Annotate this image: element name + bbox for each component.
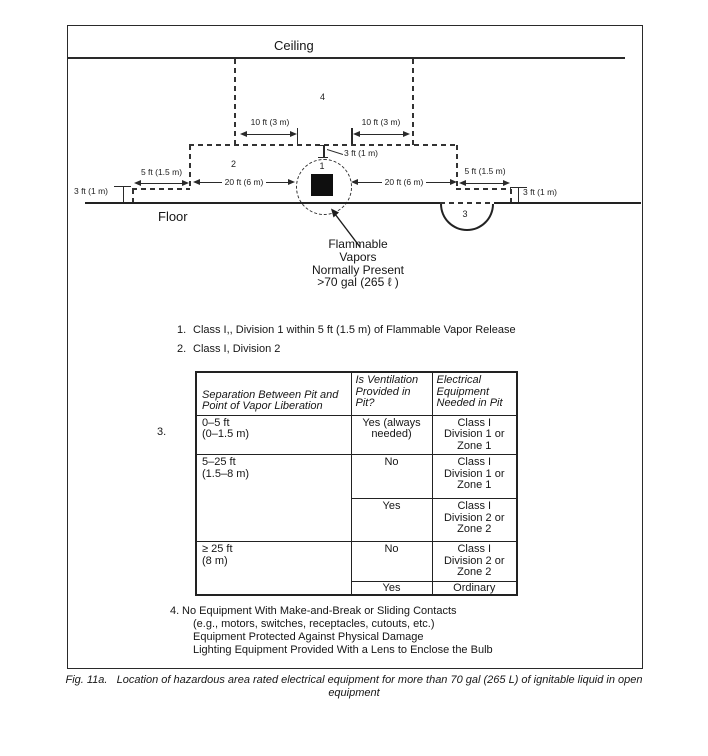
note-1-text: Class I,, Division 1 within 5 ft (1.5 m)…	[193, 324, 516, 336]
cell-equipment-div1-a: Class I Division 1 or Zone 1	[431, 414, 518, 455]
flammable-vapors-label: Flammable Vapors Normally Present >70 ga…	[311, 237, 405, 290]
zone2-label: 2	[231, 159, 237, 169]
pit-opening-dashed-line	[440, 202, 494, 204]
table-row: 0–5 ft (0–1.5 m) Yes (always needed) Cla…	[195, 414, 518, 455]
dim-5ft-left-arrow	[134, 179, 189, 187]
dim-3ft-center-label: 3 ft (1 m)	[344, 148, 379, 158]
arrowhead-left-icon	[193, 179, 200, 185]
arrowhead-right-icon	[450, 179, 458, 185]
arrowhead-right-icon	[288, 179, 296, 185]
zone2-step-left-drop	[132, 189, 134, 203]
dim-3ft-left-tick	[122, 186, 124, 202]
table-row: 5–25 ft (1.5–8 m) No Class I Division 1 …	[195, 454, 518, 542]
ceiling-label: Ceiling	[274, 38, 314, 53]
cell-separation-5-25: 5–25 ft (1.5–8 m)	[195, 454, 352, 542]
header-equipment: Electrical Equipment Needed in Pit	[431, 371, 518, 416]
dim-10ft-right-arrow	[353, 130, 410, 138]
zone1-boundary-circle	[295, 158, 352, 215]
dim-10ft-left-label: 10 ft (3 m)	[250, 117, 290, 127]
zone1-label: 1	[319, 161, 325, 171]
dim-3ft-center-pointer	[327, 149, 343, 155]
arrowhead-left-icon	[134, 180, 141, 186]
zone2-step-right-drop	[510, 189, 512, 203]
arrowhead-right-icon	[403, 131, 410, 137]
floor-line-right	[494, 201, 641, 204]
note-2: 2. Class I, Division 2	[177, 343, 280, 355]
arrowhead-right-icon	[290, 131, 297, 137]
dim-5ft-right-arrow	[459, 179, 510, 187]
dim-3ft-center-cap-bottom	[318, 157, 328, 158]
cell-ventilation-no-a: No	[350, 454, 433, 499]
table-row: ≥ 25 ft (8 m) No Class I Division 2 or Z…	[195, 541, 518, 596]
note-1: 1. Class I,, Division 1 within 5 ft (1.5 …	[177, 324, 516, 336]
floor-line-left	[85, 201, 440, 204]
cell-ventilation-yes-b: Yes	[350, 581, 433, 596]
dim-20ft-right-arrow: 20 ft (6 m)	[351, 176, 458, 187]
dim-5ft-left-label: 5 ft (1.5 m)	[140, 167, 183, 177]
note-2-number: 2.	[177, 343, 187, 355]
table-header-row: Separation Between Pit and Point of Vapo…	[195, 371, 518, 416]
dim-3ft-center-cap-top	[318, 145, 328, 146]
note-4-number: 4.	[170, 605, 180, 617]
zone4-boundary-left	[234, 59, 236, 145]
flammable-pointer-arrow	[331, 208, 361, 248]
cell-equipment-div2-a: Class I Division 2 or Zone 2	[431, 498, 518, 542]
figure-frame	[67, 25, 643, 669]
arrowhead-right-icon	[503, 180, 510, 186]
dim-10ft-left-arrow	[240, 130, 297, 138]
pit-classification-table: Separation Between Pit and Point of Vapo…	[195, 371, 518, 596]
cell-equipment-div2-b: Class I Division 2 or Zone 2	[431, 541, 518, 582]
cell-ventilation-no-b: No	[350, 541, 433, 582]
equipment-square	[311, 174, 333, 196]
dim-10ft-tick-right	[351, 128, 353, 145]
note-4-line2: (e.g., motors, switches, receptacles, cu…	[193, 618, 435, 630]
zone2-top-boundary	[189, 144, 457, 146]
figure-caption-line2: equipment	[328, 687, 380, 699]
table-row: Yes Ordinary	[196, 581, 518, 596]
dim-3ft-left-label: 3 ft (1 m)	[73, 186, 108, 196]
note-4-line1: No Equipment With Make-and-Break or Slid…	[182, 605, 457, 617]
dim-10ft-right-label: 10 ft (3 m)	[361, 117, 401, 127]
zone2-left-boundary	[189, 145, 191, 189]
cell-equipment-div1-b: Class I Division 1 or Zone 1	[431, 454, 518, 499]
dim-3ft-right-tick	[517, 187, 519, 202]
arrowhead-left-icon	[459, 180, 466, 186]
arrowhead-left-icon	[351, 179, 358, 185]
zone2-right-boundary	[456, 145, 458, 189]
cell-separation-0-5: 0–5 ft (0–1.5 m)	[195, 414, 352, 455]
note-4-line4: Lighting Equipment Provided With a Lens …	[193, 644, 493, 656]
dim-5ft-right-label: 5 ft (1.5 m)	[464, 166, 506, 176]
note-1-number: 1.	[177, 324, 187, 336]
dim-3ft-center-tick	[323, 146, 325, 158]
cell-separation-25plus: ≥ 25 ft (8 m)	[195, 541, 352, 596]
cell-ventilation-yes-a: Yes	[350, 498, 433, 542]
floor-label: Floor	[158, 209, 188, 224]
dim-20ft-left-label: 20 ft (6 m)	[224, 176, 264, 187]
arrowhead-left-icon	[353, 131, 360, 137]
dim-3ft-right-label: 3 ft (1 m)	[523, 187, 558, 197]
zone4-boundary-right	[412, 59, 414, 145]
zone3-label: 3	[462, 209, 468, 219]
dim-20ft-left-arrow: 20 ft (6 m)	[193, 176, 296, 187]
dim-20ft-right-label: 20 ft (6 m)	[384, 176, 424, 187]
table-row: Yes Class I Division 2 or Zone 2	[196, 498, 518, 542]
arrowhead-right-icon	[182, 180, 189, 186]
note-3-number: 3.	[157, 426, 167, 438]
header-separation: Separation Between Pit and Point of Vapo…	[195, 371, 352, 416]
header-ventilation: Is Ventilation Provided in Pit?	[350, 371, 433, 416]
dim-10ft-tick-left	[296, 128, 298, 145]
note-2-text: Class I, Division 2	[193, 343, 281, 355]
zone2-step-left	[132, 188, 190, 190]
figure-caption-line1: Fig. 11a. Location of hazardous area rat…	[65, 674, 643, 686]
ceiling-line	[68, 57, 625, 59]
zone2-step-right	[456, 188, 511, 190]
cell-ventilation-yes-always: Yes (always needed)	[350, 414, 433, 455]
zone4-label: 4	[320, 92, 326, 102]
cell-equipment-ordinary: Ordinary	[431, 581, 518, 596]
note-4-line3: Equipment Protected Against Physical Dam…	[193, 631, 424, 643]
arrowhead-left-icon	[240, 131, 247, 137]
